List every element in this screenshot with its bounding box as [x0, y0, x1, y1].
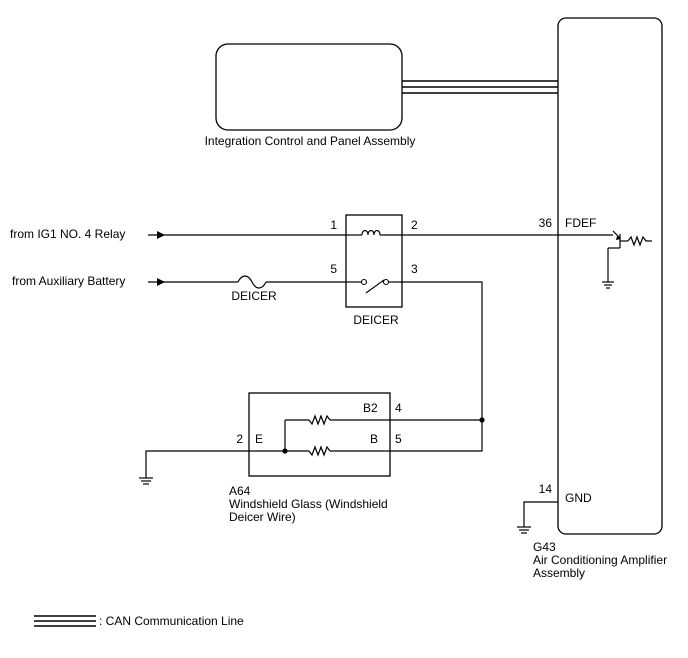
deicer-wire-resistors-icon — [249, 414, 390, 457]
ws-pin-4: 4 — [395, 401, 402, 415]
ac-pin-14: 14 — [539, 482, 553, 496]
can-bus-lines — [402, 80, 558, 94]
ac-amplifier-box — [557, 17, 663, 535]
source-aux-battery-label: from Auxiliary Battery — [12, 274, 125, 288]
can-legend-swatch — [34, 615, 96, 627]
ac-ground-icon — [517, 501, 558, 534]
windshield-glass-box — [248, 392, 391, 477]
relay-output-wire — [390, 281, 483, 452]
ac-name-line1: Air Conditioning Amplifier — [533, 553, 667, 567]
ws-pin-e-name: E — [255, 432, 263, 446]
source-ig1-label: from IG1 NO. 4 Relay — [10, 227, 125, 241]
relay-pin-3: 3 — [411, 262, 418, 276]
deicer-fuse-icon — [237, 275, 267, 289]
relay-switch-contact-left-icon — [360, 278, 368, 286]
deicer-relay-label: DEICER — [353, 313, 399, 327]
ws-connector-label: A64 — [229, 484, 251, 498]
relay-pin-2: 2 — [411, 218, 418, 232]
can-legend-label: : CAN Communication Line — [99, 614, 244, 628]
transistor-icon — [558, 230, 652, 289]
ws-pin-b2-name: B2 — [363, 401, 378, 415]
relay-coil-icon — [361, 229, 381, 236]
ac-pin-36: 36 — [539, 216, 553, 230]
ws-pin-b-name: B — [370, 432, 378, 446]
relay-pin-5: 5 — [330, 262, 337, 276]
junction-dot-icon — [479, 417, 485, 423]
ws-pin-5: 5 — [395, 432, 402, 446]
integration-control-panel-box — [215, 43, 403, 131]
ws-name-line1: Windshield Glass (Windshield — [229, 497, 388, 511]
ws-name-line2: Deicer Wire) — [229, 510, 296, 524]
relay-switch-contact-right-icon — [382, 278, 390, 286]
deicer-fuse-label: DEICER — [231, 289, 277, 303]
ws-pin-2: 2 — [236, 432, 243, 446]
relay-switch-blade-icon — [365, 279, 385, 294]
ac-name-line2: Assembly — [533, 566, 585, 580]
ac-pin-fdef: FDEF — [565, 216, 596, 230]
integration-control-panel-label: Integration Control and Panel Assembly — [205, 134, 416, 148]
ig1-arrow-icon — [157, 231, 165, 239]
aux-battery-arrow-icon — [157, 278, 165, 286]
relay-pin-1: 1 — [330, 218, 337, 232]
windshield-ground-icon — [139, 450, 249, 485]
deicer-relay-box — [345, 214, 403, 308]
ac-pin-gnd: GND — [565, 491, 592, 505]
ac-connector-label: G43 — [533, 540, 556, 554]
